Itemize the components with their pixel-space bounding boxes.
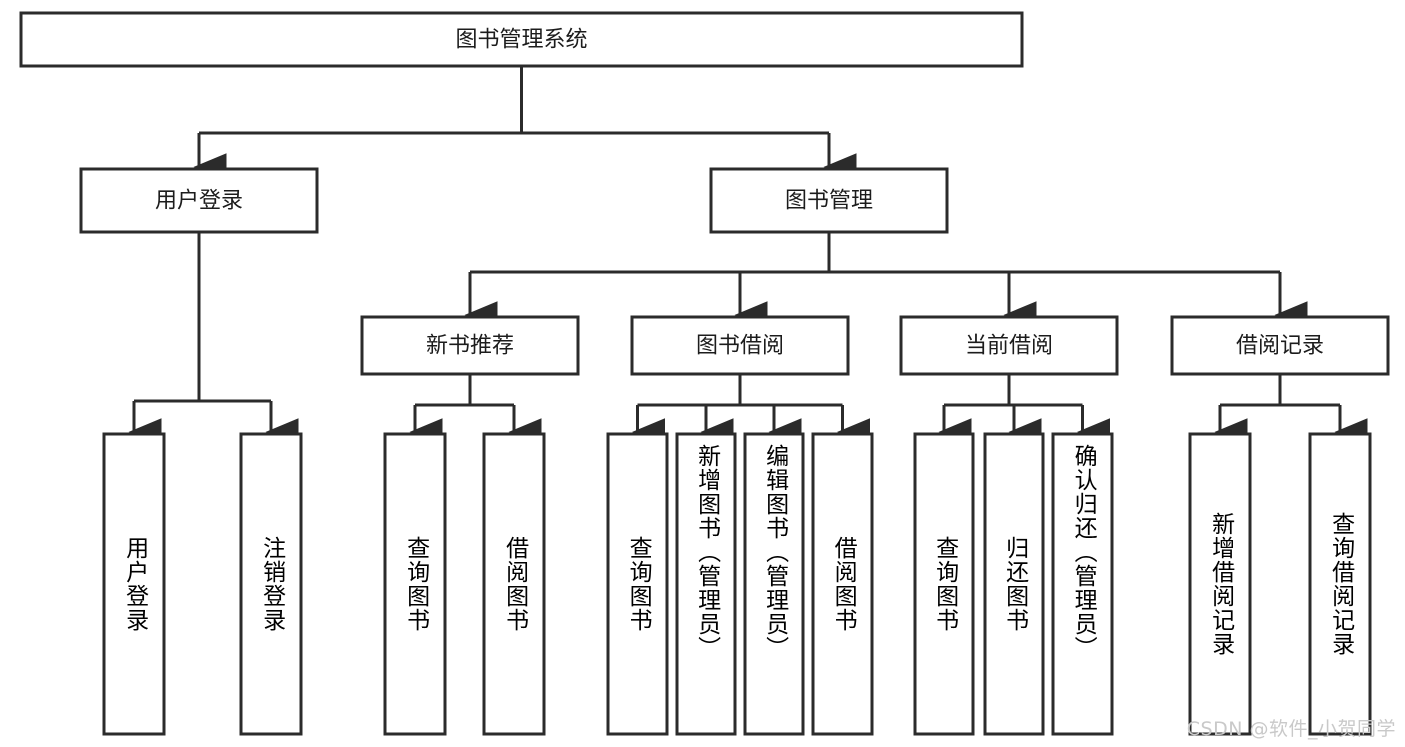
node-lvl3-1[interactable] <box>630 315 850 376</box>
node-lvl3-2-label: 当前借阅 <box>965 334 1053 359</box>
node-leaf-10[interactable] <box>1051 432 1114 736</box>
node-lvl3-3-label: 借阅记录 <box>1236 334 1324 359</box>
node-leaf-3[interactable] <box>482 432 546 736</box>
node-lvl3-3[interactable] <box>1170 315 1390 376</box>
node-lvl3-2[interactable] <box>899 315 1119 376</box>
node-lvl2-1[interactable] <box>709 167 949 234</box>
node-lvl3-1-label: 图书借阅 <box>696 334 784 359</box>
node-leaf-11[interactable] <box>1188 432 1252 736</box>
node-leaf-7[interactable] <box>811 432 874 736</box>
node-lvl3-0-label: 新书推荐 <box>426 334 514 359</box>
node-leaf-8[interactable] <box>913 432 975 736</box>
node-leaf-9[interactable] <box>983 432 1045 736</box>
node-leaf-2[interactable] <box>383 432 447 736</box>
node-lvl3-0[interactable] <box>360 315 580 376</box>
node-leaf-1[interactable] <box>239 432 303 736</box>
node-leaf-5[interactable] <box>675 432 737 736</box>
watermark: CSDN @软件_小贺同学 <box>1186 718 1396 740</box>
node-leaf-12[interactable] <box>1308 432 1372 736</box>
connector-layer <box>128 66 1368 446</box>
node-lvl2-0[interactable] <box>79 167 319 234</box>
node-root[interactable] <box>19 11 1024 68</box>
node-lvl2-0-label: 用户登录 <box>155 189 243 214</box>
node-root-label: 图书管理系统 <box>455 28 587 53</box>
node-leaf-6[interactable] <box>743 432 805 736</box>
node-leaf-0[interactable] <box>102 432 166 736</box>
node-lvl2-1-label: 图书管理 <box>785 189 873 214</box>
node-leaf-4[interactable] <box>606 432 669 736</box>
